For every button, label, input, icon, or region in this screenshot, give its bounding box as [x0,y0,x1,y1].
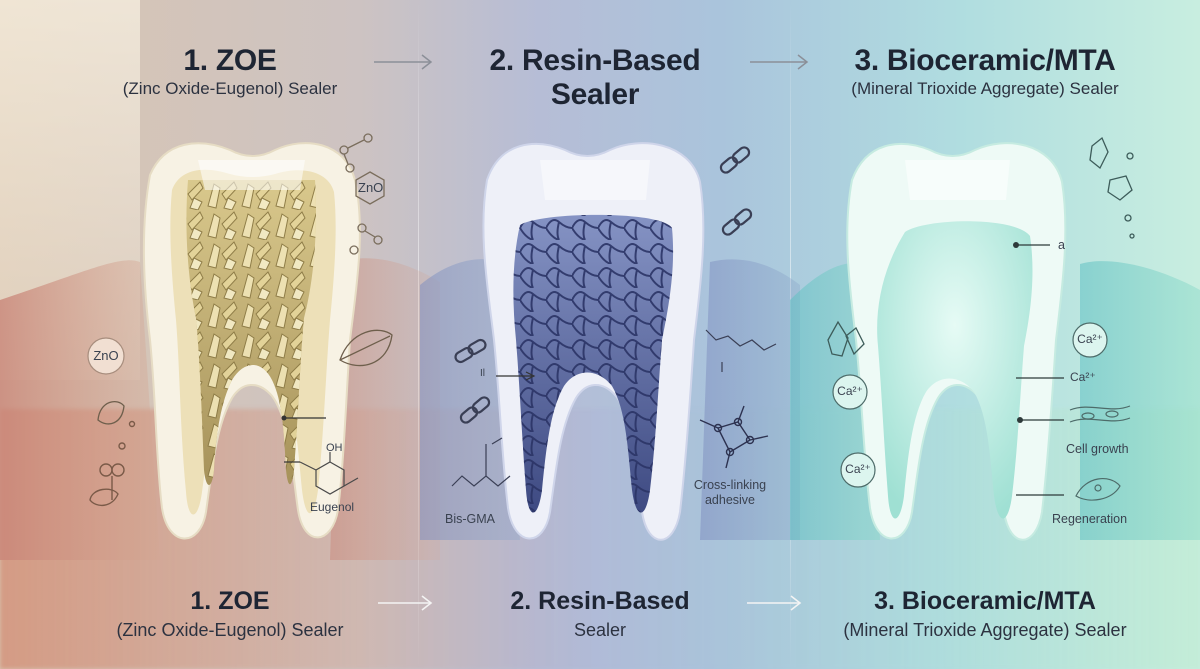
tooth-resin [482,142,705,541]
gum-tissue [330,258,440,560]
heading-title: 1. ZOE [183,44,277,77]
cross-linking-label: Cross-linking adhesive [693,478,767,507]
cell-growth-label: Cell growth [1066,442,1129,456]
heading-title: 2. Resin-Based Sealer [489,44,701,111]
ca-ion-label: Ca²⁺ [1077,332,1103,346]
leaf-icon [97,329,393,425]
tooth-bioceramic [846,142,1067,541]
calcium-ion-badge [832,322,1108,488]
arrow-right-icon [378,595,433,611]
footer-title: 1. ZOE [190,587,270,615]
arrow-mark-label: Il [480,368,485,379]
eugenol-label: Eugenol [310,500,355,514]
footer-zoe: 1. ZOE (Zinc Oxide-Eugenol) Sealer [70,586,390,642]
cross-linking-icon [699,405,769,469]
gum-tissue [1080,261,1200,540]
zno-label: ZnO [93,348,119,363]
bis-gma-label: Bis-GMA [445,512,495,526]
footer-subtitle: Sealer [573,620,627,640]
ca-ion-label: Ca²⁺ [845,462,871,476]
tooth-zoe [142,142,361,540]
molecule-icon [451,329,777,487]
gum-tissue [700,259,800,540]
footer-subtitle: (Mineral Trioxide Aggregate) Sealer [843,620,1127,640]
footer-title: 3. Bioceramic/MTA [874,587,1096,615]
eugenol-structure [299,452,359,495]
cell-icon [1069,405,1131,501]
arrow-right-icon [374,54,433,70]
footer-title: 2. Resin-Based [510,587,690,615]
ca-ion-label: Ca²⁺ [837,384,863,398]
regeneration-label: Regeneration [1052,512,1128,526]
heading-subtitle: (Zinc Oxide-Eugenol) Sealer [122,79,338,98]
arrow-right-icon [750,54,809,70]
gum-tissue [0,260,160,560]
footer-resin: 2. Resin-Based Sealer [455,586,745,642]
heading-resin: 2. Resin-Based Sealer [450,44,740,112]
chain-link-icon [454,146,753,424]
zno-label: ZnO [358,180,384,195]
heading-title: 3. Bioceramic/MTA [854,44,1116,77]
zno-badge [87,337,125,375]
ca-ion-label: Ca²⁺ [1070,370,1096,384]
heading-subtitle: (Mineral Trioxide Aggregate) Sealer [851,79,1119,98]
clove-icon [89,420,136,507]
heading-zoe: 1. ZOE (Zinc Oxide-Eugenol) Sealer [70,44,390,100]
footer-subtitle: (Zinc Oxide-Eugenol) Sealer [116,620,344,640]
pointer-arrow [525,371,536,381]
arrow-right-icon [747,595,802,611]
heading-bioceramic: 3. Bioceramic/MTA (Mineral Trioxide Aggr… [805,44,1165,100]
molecule-icon [339,133,385,255]
crystal-icon [827,136,1135,357]
a-label: a [1058,238,1065,252]
footer-bioceramic: 3. Bioceramic/MTA (Mineral Trioxide Aggr… [805,586,1165,642]
oh-label: OH [326,442,343,454]
